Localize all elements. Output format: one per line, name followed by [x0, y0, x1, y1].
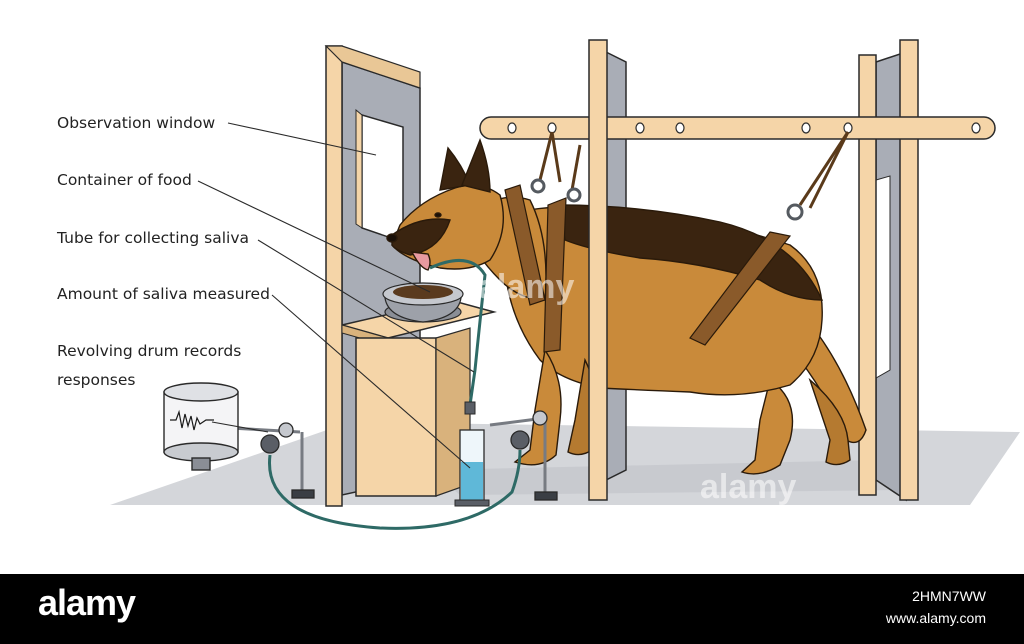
leader-container-food	[197, 180, 431, 293]
leader-observation-window	[227, 122, 377, 156]
label-tube-for-collecting-saliva: Tube for collecting saliva	[57, 229, 249, 247]
leader-amount-saliva	[271, 294, 471, 469]
watermark-text-lower: alamy	[700, 468, 797, 506]
floor-tube	[268, 449, 522, 530]
leader-drum	[211, 421, 269, 433]
suspension-ropes	[538, 131, 850, 209]
saliva-tube-valve	[464, 401, 476, 415]
dog-nose	[386, 233, 398, 243]
stock-footer-bar: alamy 2HMN7WW www.alamy.com	[0, 574, 1024, 644]
cylinder-base	[454, 499, 490, 507]
left-wall-front	[325, 45, 343, 507]
dog-tongue	[410, 251, 431, 271]
right-post-front	[899, 39, 919, 501]
label-observation-window: Observation window	[57, 114, 216, 132]
leader-tube-saliva	[257, 239, 475, 373]
stand-right	[489, 410, 558, 501]
stand-left	[229, 422, 315, 499]
right-post-back	[858, 54, 877, 496]
harness-rings	[530, 178, 804, 221]
label-container-of-food: Container of food	[57, 171, 192, 189]
dog-ear-right	[461, 138, 491, 193]
observation-window-frame	[355, 108, 363, 229]
revolving-drum	[163, 382, 239, 471]
overhead-beam	[479, 116, 996, 140]
harness-chest-strap	[543, 197, 567, 353]
label-amount-of-saliva-measured: Amount of saliva measured	[57, 285, 270, 303]
label-revolving-drum-line2: responses	[57, 371, 136, 389]
harness	[504, 184, 792, 353]
pavlov-apparatus-illustration	[110, 39, 1020, 530]
food-table-cabinet	[355, 337, 437, 497]
watermark-text: alamy	[478, 268, 575, 306]
food-in-bowl	[393, 285, 453, 299]
floor-shadow	[430, 460, 900, 495]
site-url: www.alamy.com	[885, 610, 986, 626]
dog-front-leg	[513, 348, 562, 466]
observation-window-opening	[361, 113, 404, 244]
leader-lines	[197, 122, 475, 469]
dog-muzzle-dark	[391, 218, 451, 256]
alamy-logo: alamy	[38, 582, 136, 623]
harness-rear-strap	[689, 231, 792, 346]
saliva-tube	[429, 258, 487, 406]
middle-post-front	[588, 39, 608, 501]
dog-back-leg	[740, 378, 794, 475]
image-id: 2HMN7WW	[912, 588, 986, 604]
label-revolving-drum-line1: Revolving drum records	[57, 342, 242, 360]
left-wall-top	[324, 45, 421, 89]
diagram-stage: alamy alamy Observation window Container…	[57, 39, 1020, 530]
saliva-level	[461, 462, 483, 501]
right-wall-window	[875, 175, 891, 379]
beam-holes	[507, 122, 981, 134]
dog-back-leg-far	[808, 377, 851, 466]
drum-trace	[170, 409, 214, 431]
dog-eye	[434, 212, 442, 218]
